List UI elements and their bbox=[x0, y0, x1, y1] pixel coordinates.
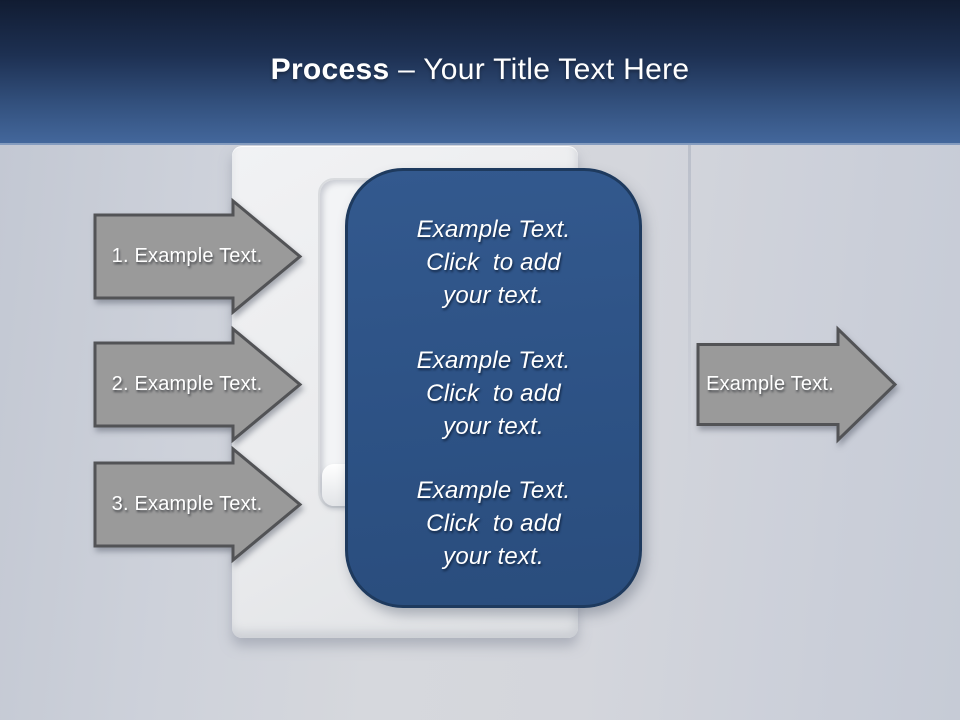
process-arrow-3: 3. Example Text. bbox=[93, 445, 305, 566]
title-bar: Process – Your Title Text Here bbox=[0, 0, 960, 145]
process-arrow-1: 1. Example Text. bbox=[93, 197, 305, 318]
content-panel: Example Text. Click to add your text. Ex… bbox=[345, 168, 642, 608]
arrow-polygon bbox=[696, 325, 898, 444]
arrow-polygon bbox=[93, 197, 303, 316]
arrow-shape bbox=[696, 325, 898, 444]
arrow-polygon bbox=[93, 445, 303, 564]
arrow-shape bbox=[93, 445, 303, 564]
arrow-polygon bbox=[93, 325, 303, 444]
panel-text-block-3: Example Text. Click to add your text. bbox=[416, 477, 571, 570]
arrow-label: 3. Example Text. bbox=[111, 493, 263, 515]
slide-title: Process – Your Title Text Here bbox=[0, 53, 960, 87]
arrow-shape bbox=[93, 197, 303, 316]
arrow-shape bbox=[93, 325, 303, 444]
title-rest-text: – Your Title Text Here bbox=[389, 53, 690, 86]
process-arrow-2: 2. Example Text. bbox=[93, 325, 305, 446]
arrow-label: Example Text. bbox=[706, 373, 834, 395]
output-arrow: Example Text. bbox=[695, 325, 900, 445]
arrow-label: 2. Example Text. bbox=[111, 373, 263, 395]
arrow-label: 1. Example Text. bbox=[111, 245, 263, 267]
panel-text-block-1: Example Text. Click to add your text. bbox=[416, 216, 571, 309]
panel-text-block-2: Example Text. Click to add your text. bbox=[416, 346, 571, 440]
wall-corner-shading bbox=[688, 145, 691, 455]
title-bold-text: Process bbox=[270, 53, 390, 86]
